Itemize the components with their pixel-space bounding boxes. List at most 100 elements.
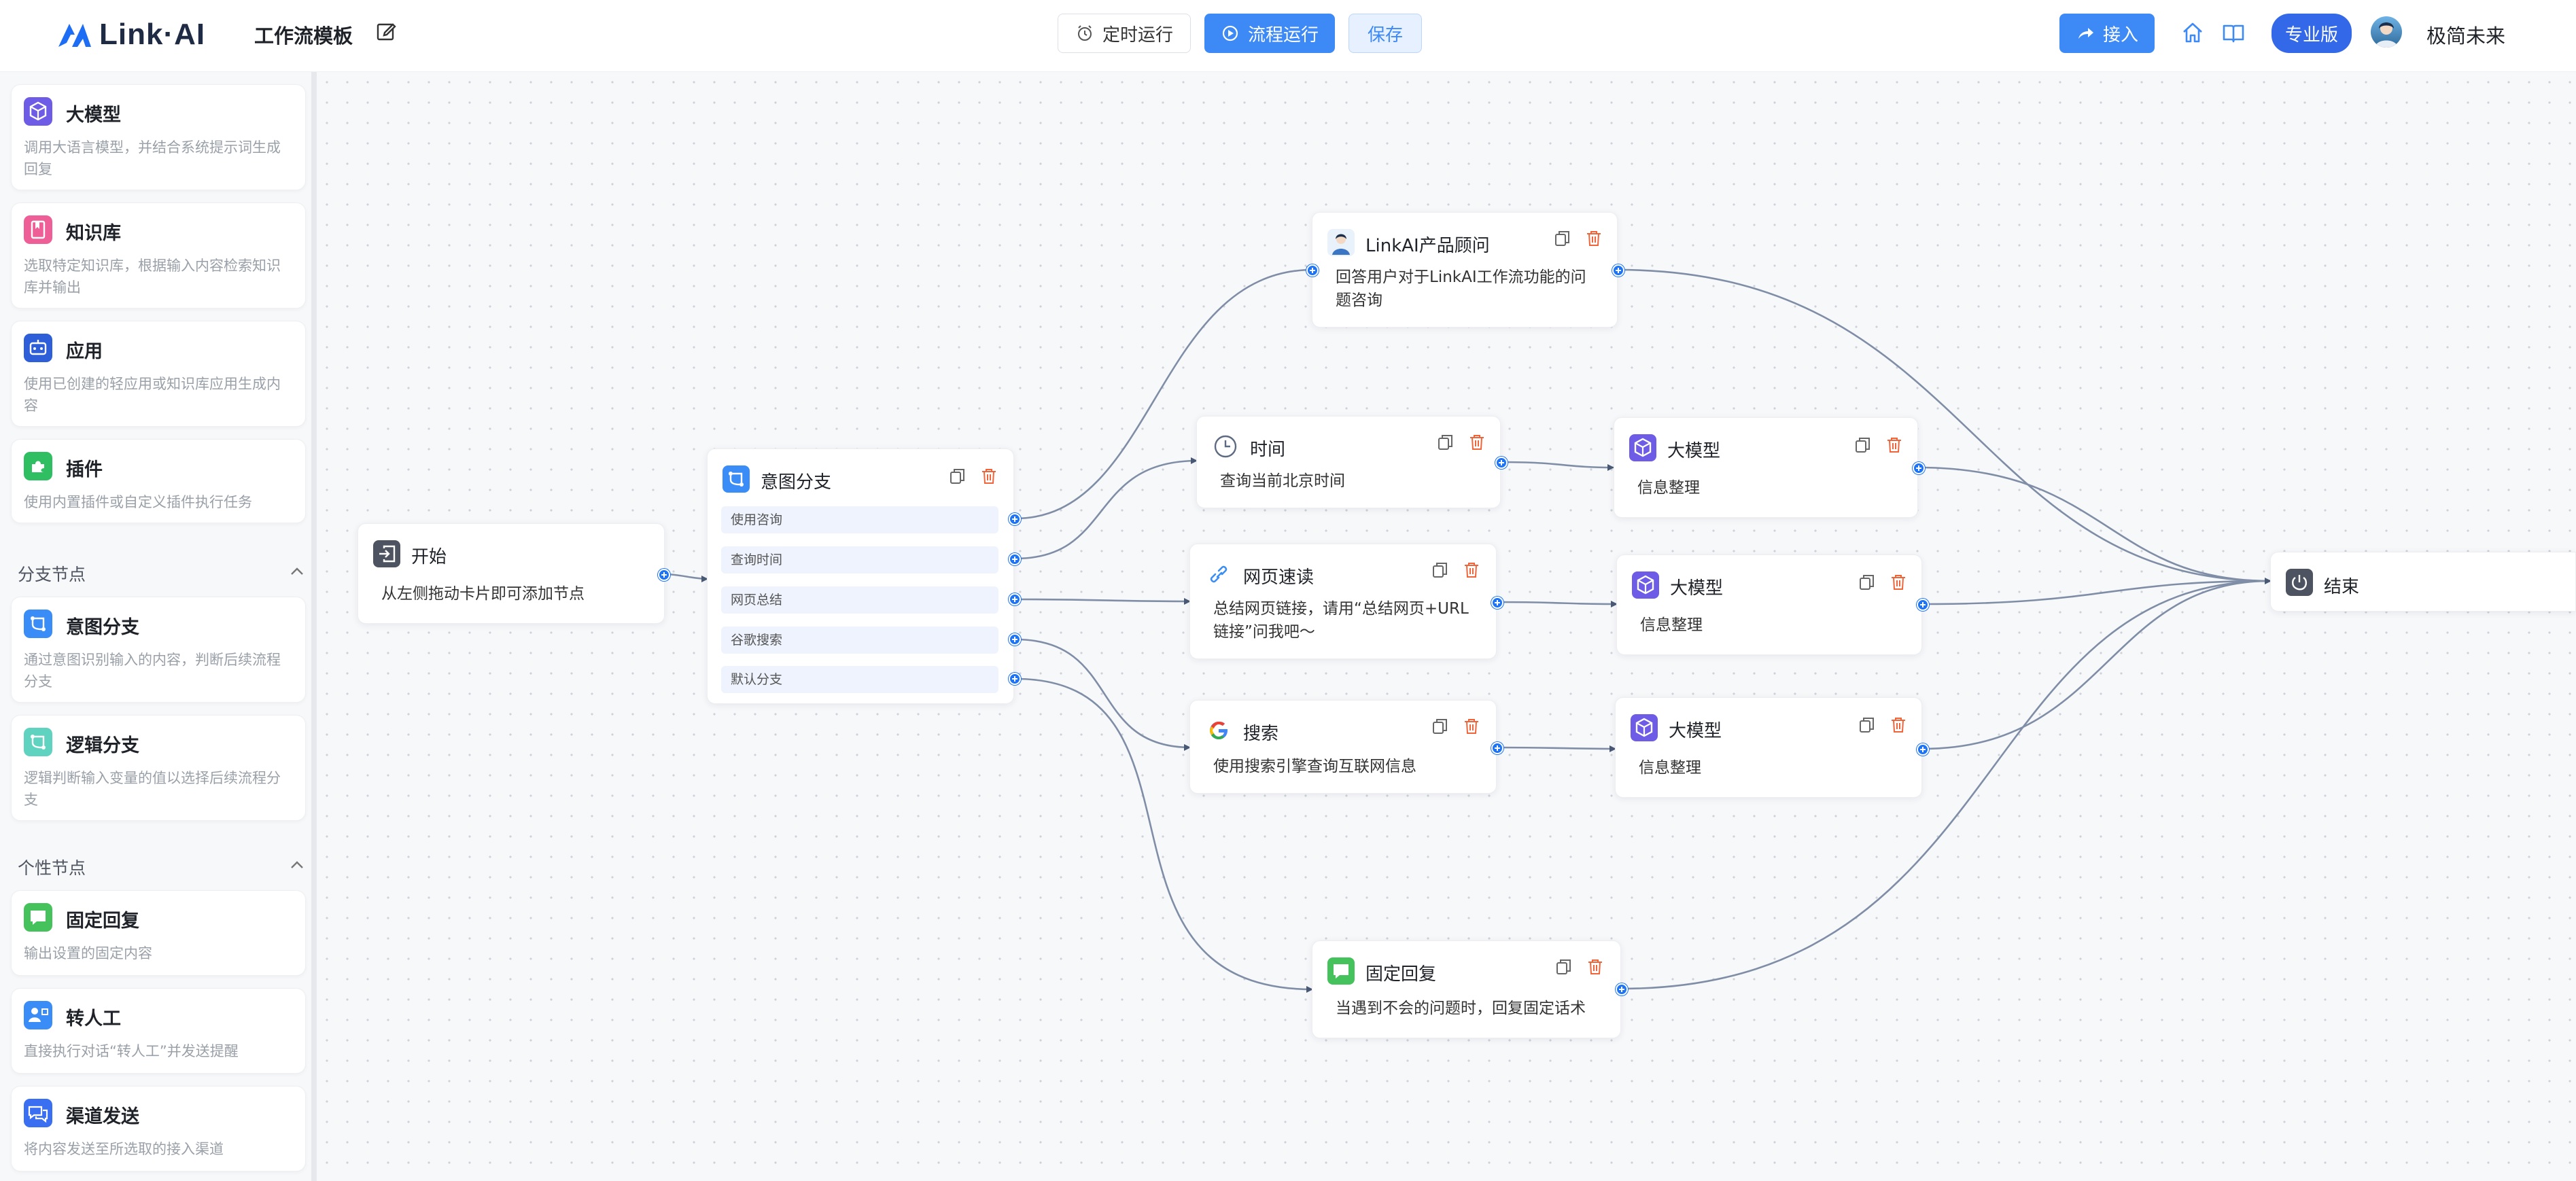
node-title: 大模型 [1669, 721, 1722, 741]
palette-card-app[interactable]: 应用 使用已创建的轻应用或知识库应用生成内容 [11, 321, 306, 427]
trash-icon[interactable] [1462, 561, 1481, 580]
branch-row[interactable]: 查询时间 [721, 546, 998, 574]
logo[interactable]: Link·AI [57, 18, 205, 52]
node-llm-1[interactable]: 大模型 信息整理 [1614, 417, 1925, 518]
copy-icon[interactable] [1554, 957, 1573, 976]
trash-icon[interactable] [1889, 573, 1908, 592]
output-port[interactable] [1917, 599, 1929, 611]
card-desc: 调用大语言模型，并结合系统提示词生成回复 [24, 139, 281, 177]
node-desc: 信息整理 [1637, 479, 1700, 497]
access-button[interactable]: 接入 [2059, 14, 2155, 53]
branch-row[interactable]: 谷歌搜索 [721, 627, 998, 654]
trash-icon[interactable] [1467, 433, 1486, 452]
palette-card-channel[interactable]: 渠道发送 将内容发送至所选取的接入渠道 [11, 1086, 306, 1171]
scheduled-run-label: 定时运行 [1102, 24, 1173, 46]
node-linkai-advisor[interactable]: LinkAI产品顾问 回答用户对于LinkAI工作流功能的问 题咨询 [1306, 212, 1624, 328]
card-desc: 选取特定知识库，根据输入内容检索知识库并输出 [24, 258, 281, 296]
output-port[interactable] [1612, 264, 1624, 277]
node-end[interactable]: 结束 [2270, 552, 2576, 612]
trash-icon[interactable] [1885, 436, 1904, 455]
card-title: 应用 [66, 341, 103, 362]
output-port[interactable] [1009, 513, 1021, 525]
trash-icon[interactable] [1462, 717, 1481, 736]
palette-card-llm[interactable]: 大模型 调用大语言模型，并结合系统提示词生成回复 [11, 84, 306, 190]
input-port[interactable] [1306, 264, 1319, 277]
palette-card-plugin[interactable]: 插件 使用内置插件或自定义插件执行任务 [11, 439, 306, 523]
node-title: 大模型 [1667, 441, 1721, 461]
node-title: LinkAI产品顾问 [1365, 236, 1490, 256]
copy-icon[interactable] [1858, 573, 1877, 592]
card-desc: 输出设置的固定内容 [24, 945, 152, 962]
share-arrow-icon [2078, 28, 2093, 39]
avatar[interactable] [2371, 16, 2402, 48]
copy-icon[interactable] [1853, 436, 1873, 455]
output-port[interactable] [1009, 633, 1021, 646]
copy-icon[interactable] [1553, 229, 1572, 248]
output-port[interactable] [1917, 743, 1929, 756]
pro-plan-badge[interactable]: 专业版 [2272, 14, 2352, 53]
node-title: 结束 [2324, 577, 2360, 597]
plugin-icon [24, 452, 52, 480]
trash-icon[interactable] [1889, 716, 1908, 735]
llm-icon [1631, 714, 1658, 741]
card-title: 固定回复 [66, 911, 139, 932]
branch-row[interactable]: 使用咨询 [721, 506, 998, 533]
run-workflow-button[interactable]: 流程运行 [1204, 14, 1335, 53]
user-avatar-icon [2375, 22, 2398, 48]
play-circle-icon [1222, 25, 1238, 41]
intent-branch-icon [24, 610, 52, 638]
copy-icon[interactable] [1436, 433, 1455, 452]
chevron-up-icon[interactable] [288, 563, 306, 580]
advisor-avatar-icon [1327, 229, 1355, 256]
username[interactable]: 极简未来 [2426, 24, 2506, 48]
trash-icon[interactable] [979, 467, 998, 486]
output-port[interactable] [1491, 597, 1503, 609]
output-port[interactable] [1009, 673, 1021, 685]
node-desc: 当遇到不会的问题时，回复固定话术 [1336, 1000, 1586, 1017]
save-button[interactable]: 保存 [1348, 14, 1422, 53]
node-llm-2[interactable]: 大模型 信息整理 [1616, 554, 1929, 655]
docs-book-icon[interactable] [2221, 20, 2246, 45]
node-time[interactable]: 时间 查询当前北京时间 [1196, 416, 1508, 508]
palette-card-intent[interactable]: 意图分支 通过意图识别输入的内容，判断后续流程分支 [11, 597, 306, 703]
chevron-up-icon[interactable] [288, 856, 306, 874]
trash-icon[interactable] [1584, 229, 1603, 248]
node-desc: 信息整理 [1639, 759, 1701, 777]
output-port[interactable] [1913, 462, 1925, 474]
copy-icon[interactable] [1431, 717, 1450, 736]
output-port[interactable] [658, 569, 670, 581]
copy-icon[interactable] [1431, 561, 1450, 580]
node-intent-branch[interactable]: 意图分支 使用咨询 查询时间 网页总结 谷歌搜索 默认分支 [707, 448, 1021, 704]
output-port[interactable] [1009, 553, 1021, 565]
node-search[interactable]: 搜索 使用搜索引擎查询互联网信息 [1189, 700, 1503, 794]
logo-text: Link·AI [99, 18, 206, 51]
card-title: 渠道发送 [66, 1106, 139, 1127]
page-title: 工作流模板 [254, 24, 353, 48]
output-port[interactable] [1495, 457, 1508, 469]
palette-card-fixed-reply[interactable]: 固定回复 输出设置的固定内容 [11, 890, 306, 976]
output-port[interactable] [1491, 742, 1503, 754]
branch-row[interactable]: 网页总结 [721, 586, 998, 614]
output-port[interactable] [1616, 983, 1628, 995]
node-start[interactable]: 开始 从左侧拖动卡片即可添加节点 [358, 523, 670, 624]
intent-branch-icon [723, 465, 750, 493]
node-title: 开始 [411, 547, 447, 567]
copy-icon[interactable] [948, 467, 967, 486]
copy-icon[interactable] [1858, 716, 1877, 735]
palette-card-logic[interactable]: 逻辑分支 逻辑判断输入变量的值以选择后续流程分支 [11, 715, 306, 821]
output-port[interactable] [1009, 593, 1021, 605]
branch-row[interactable]: 默认分支 [721, 666, 998, 693]
palette-card-human[interactable]: 转人工 直接执行对话“转人工”并发送提醒 [11, 988, 306, 1074]
palette-card-knowledge[interactable]: 知识库 选取特定知识库，根据输入内容检索知识库并输出 [11, 202, 306, 309]
google-icon [1210, 722, 1228, 739]
alarm-icon [1077, 25, 1092, 41]
node-desc-line2: 题咨询 [1336, 292, 1382, 309]
home-icon[interactable] [2180, 20, 2205, 45]
edit-icon[interactable] [375, 20, 397, 42]
scheduled-run-button[interactable]: 定时运行 [1058, 14, 1191, 53]
trash-icon[interactable] [1586, 957, 1605, 976]
node-llm-3[interactable]: 大模型 信息整理 [1615, 697, 1929, 798]
access-label: 接入 [2102, 24, 2138, 46]
node-fixed-reply[interactable]: 固定回复 当遇到不会的问题时，回复固定话术 [1312, 940, 1628, 1038]
node-web-reader[interactable]: 网页速读 总结网页链接，请用“总结网页+URL 链接”问我吧～ [1189, 544, 1503, 659]
